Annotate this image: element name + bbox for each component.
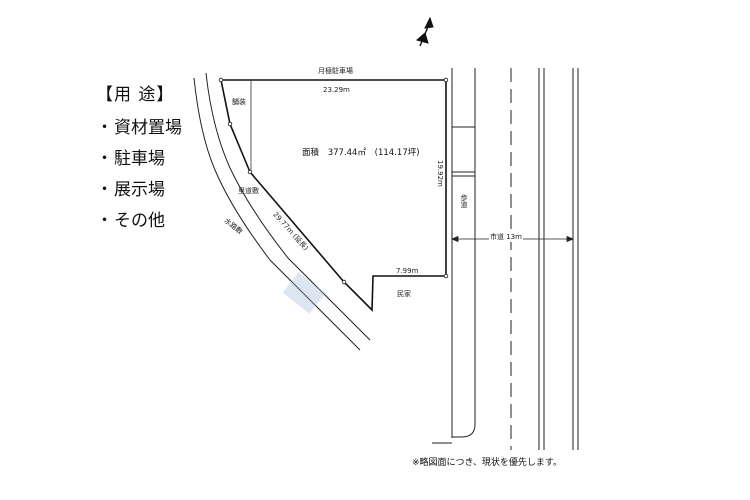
- area-label: 面積: [302, 148, 320, 158]
- usage-item-3: ・展示場: [96, 180, 165, 200]
- house-label: 民家: [397, 290, 411, 298]
- sidewalk-lines: [432, 68, 476, 444]
- site-boundary: [220, 79, 447, 312]
- waterway-lines: [193, 72, 371, 351]
- usage-list: 【用 途】 ・資材置場 ・駐車場 ・展示場 ・その他: [96, 80, 182, 237]
- paved-label: 舗装: [232, 98, 246, 106]
- usage-item-4: ・その他: [96, 211, 165, 231]
- top-neighbor-label: 月極駐車場: [318, 67, 353, 75]
- footnote: ※略図面につき、現状を優先します。: [412, 458, 563, 468]
- site-area: 面積 377.44㎡ (114.17坪): [302, 146, 426, 158]
- right-length-label: 19.92m: [436, 160, 444, 187]
- usage-item-2: ・駐車場: [96, 149, 165, 169]
- usage-item-1: ・資材置場: [96, 118, 182, 138]
- north-arrow-icon: [415, 16, 434, 47]
- waterway-highlight: [282, 272, 326, 314]
- road-label: 市道 13m: [489, 232, 523, 242]
- road-lines: [510, 68, 579, 450]
- sidewalk-label: 歩道: [460, 194, 468, 208]
- area-tsubo: (114.17坪): [374, 148, 420, 158]
- top-length-label: 23.29m: [323, 86, 350, 94]
- lane-label: 里道敷: [238, 187, 259, 195]
- usage-heading: 【用 途】: [96, 85, 175, 105]
- area-sqm: 377.44㎡: [327, 148, 366, 158]
- corner-markers: [218, 77, 449, 285]
- bottom-length-label: 7.99m: [396, 267, 419, 275]
